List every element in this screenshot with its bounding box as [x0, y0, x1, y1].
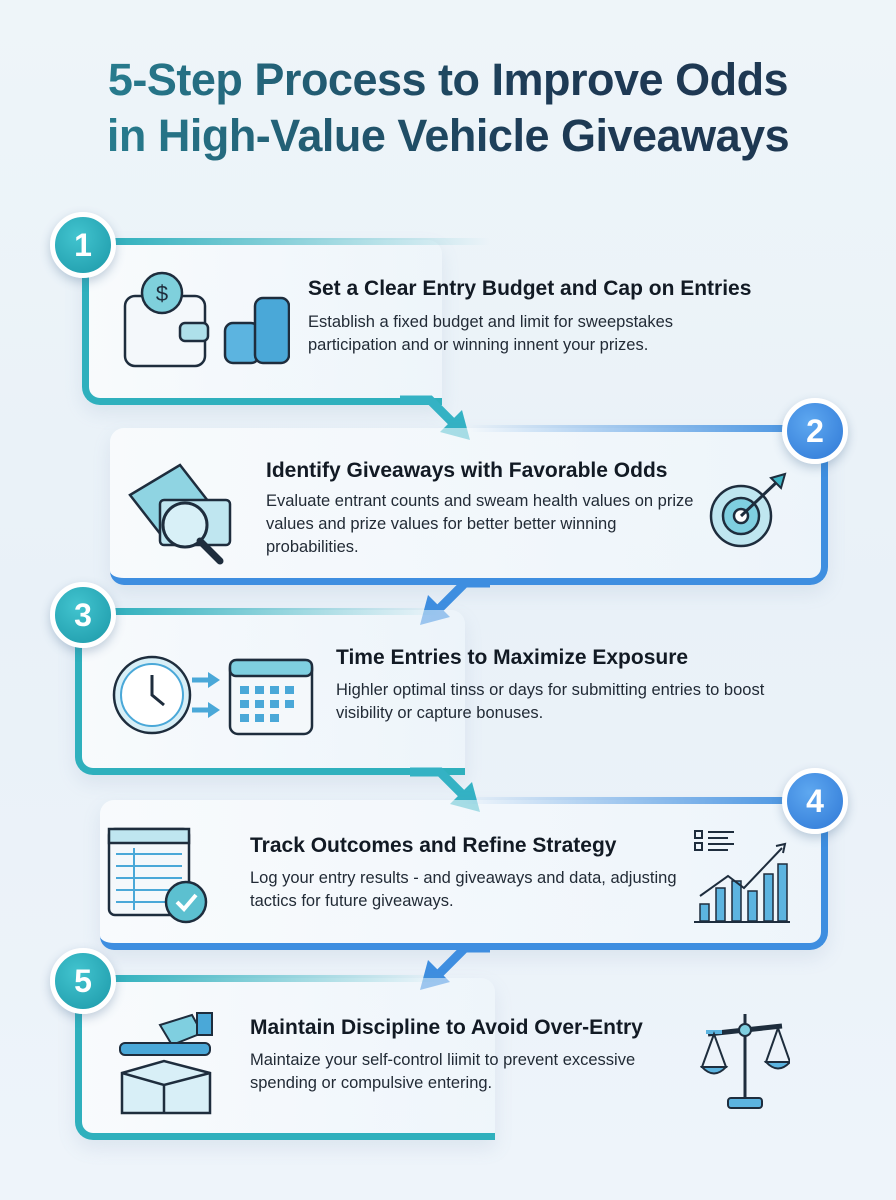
step-4-badge: 4: [782, 768, 848, 834]
step-2-title: Identify Giveaways with Favorable Odds: [266, 459, 668, 482]
connector-line: [470, 425, 820, 432]
ballot-box-icon: [119, 1012, 213, 1115]
svg-text:$: $: [156, 281, 168, 306]
step-3-badge: 3: [50, 582, 116, 648]
page-title: 5-Step Process to Improve Odds in High-V…: [0, 52, 896, 164]
title-line-2: in High-Value Vehicle Giveaways: [106, 110, 790, 161]
connector-line: [460, 797, 820, 804]
step-3-title: Time Entries to Maximize Exposure: [336, 646, 689, 669]
balance-scale-icon: [700, 1014, 790, 1109]
step-4-description: Log your entry results - and giveaways a…: [250, 869, 677, 910]
wallet-coins-icon: $: [123, 271, 290, 368]
step-2-badge: 2: [782, 398, 848, 464]
step-5-description: Maintaize your self-control liimit to pr…: [250, 1051, 636, 1092]
bar-chart-trend-icon: [694, 830, 790, 923]
target-icon: [709, 472, 787, 548]
step-4-title: Track Outcomes and Refine Strategy: [250, 834, 617, 857]
step-2-description: Evaluate entrant counts and sweam health…: [266, 492, 694, 556]
step-5-badge: 5: [50, 948, 116, 1014]
step-1-badge: 1: [50, 212, 116, 278]
ticket-magnifier-icon: [128, 463, 232, 565]
step-1-title: Set a Clear Entry Budget and Cap on Entr…: [308, 277, 752, 300]
step-1-description: Establish a fixed budget and limit for s…: [308, 313, 674, 354]
step-5-title: Maintain Discipline to Avoid Over-Entry: [250, 1016, 643, 1039]
connector-line: [110, 975, 440, 982]
clock-calendar-icon: [112, 655, 314, 736]
connector-line: [110, 608, 440, 615]
step-3-description: Highler optimal tinss or days for submit…: [336, 681, 765, 722]
title-line-1: 5-Step Process to Improve Odds: [107, 54, 789, 105]
spreadsheet-check-icon: [107, 827, 208, 924]
connector-line: [110, 238, 490, 245]
